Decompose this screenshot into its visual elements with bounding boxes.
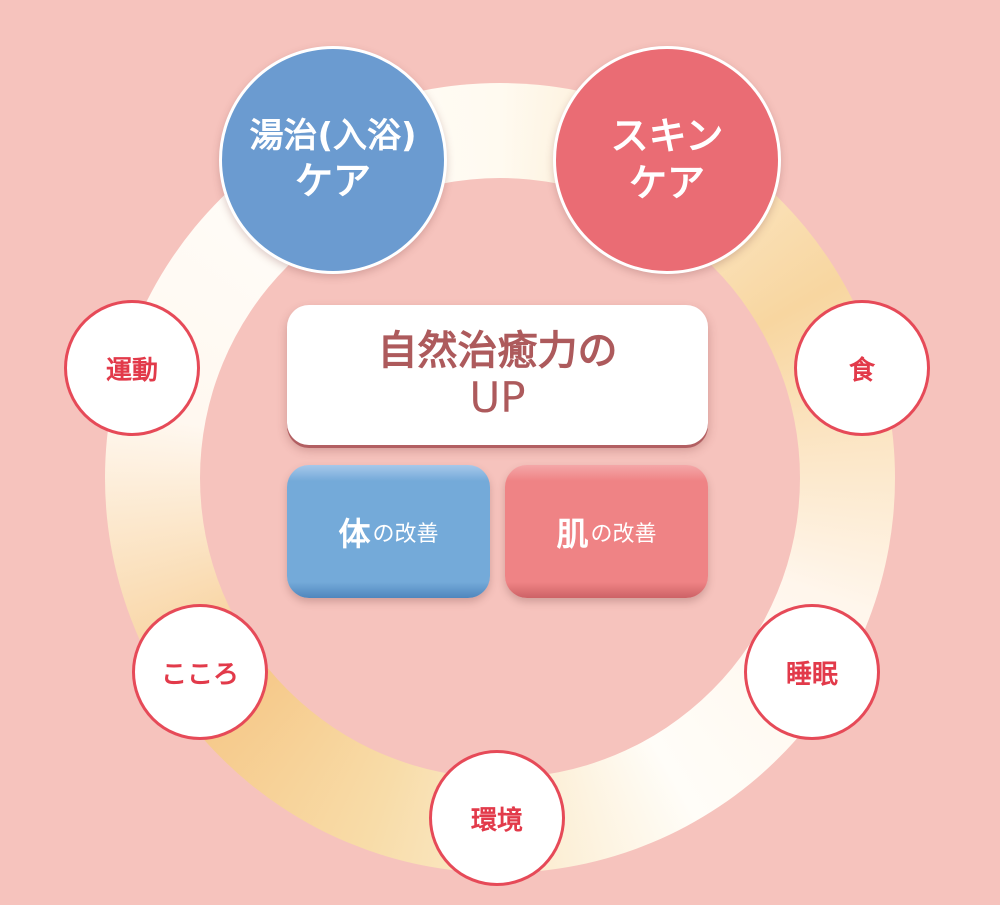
center-title-line2: UP (469, 372, 526, 422)
body-rest: の改善 (372, 521, 439, 547)
factor-sleep: 睡眠 (744, 604, 880, 740)
skin-care-line2: ケア (628, 161, 705, 205)
body-strong: 体 (338, 514, 371, 553)
center-title-line1: 自然治癒力の (377, 327, 618, 374)
skin-improvement-box: 肌の改善 (505, 465, 708, 598)
bath-care-line2: ケア (294, 158, 371, 203)
factor-mind: こころ (132, 604, 268, 740)
skin-rest: の改善 (590, 521, 657, 547)
skin-care-circle: スキンケア (553, 46, 781, 274)
factor-exercise: 運動 (64, 300, 200, 436)
factor-label: 睡眠 (785, 659, 838, 690)
factor-environment: 環境 (429, 750, 565, 886)
skin-care-line1: スキン (610, 113, 724, 158)
factor-label: 運動 (105, 355, 158, 386)
body-improvement-box: 体の改善 (287, 465, 490, 598)
factor-label: 環境 (470, 805, 523, 836)
factor-label: こころ (160, 659, 239, 690)
factor-food: 食 (794, 300, 930, 436)
factor-label: 食 (848, 355, 875, 386)
bath-care-line1: 湯治(入浴) (249, 116, 417, 156)
skin-strong: 肌 (556, 514, 589, 553)
bath-care-circle: 湯治(入浴)ケア (219, 46, 447, 274)
